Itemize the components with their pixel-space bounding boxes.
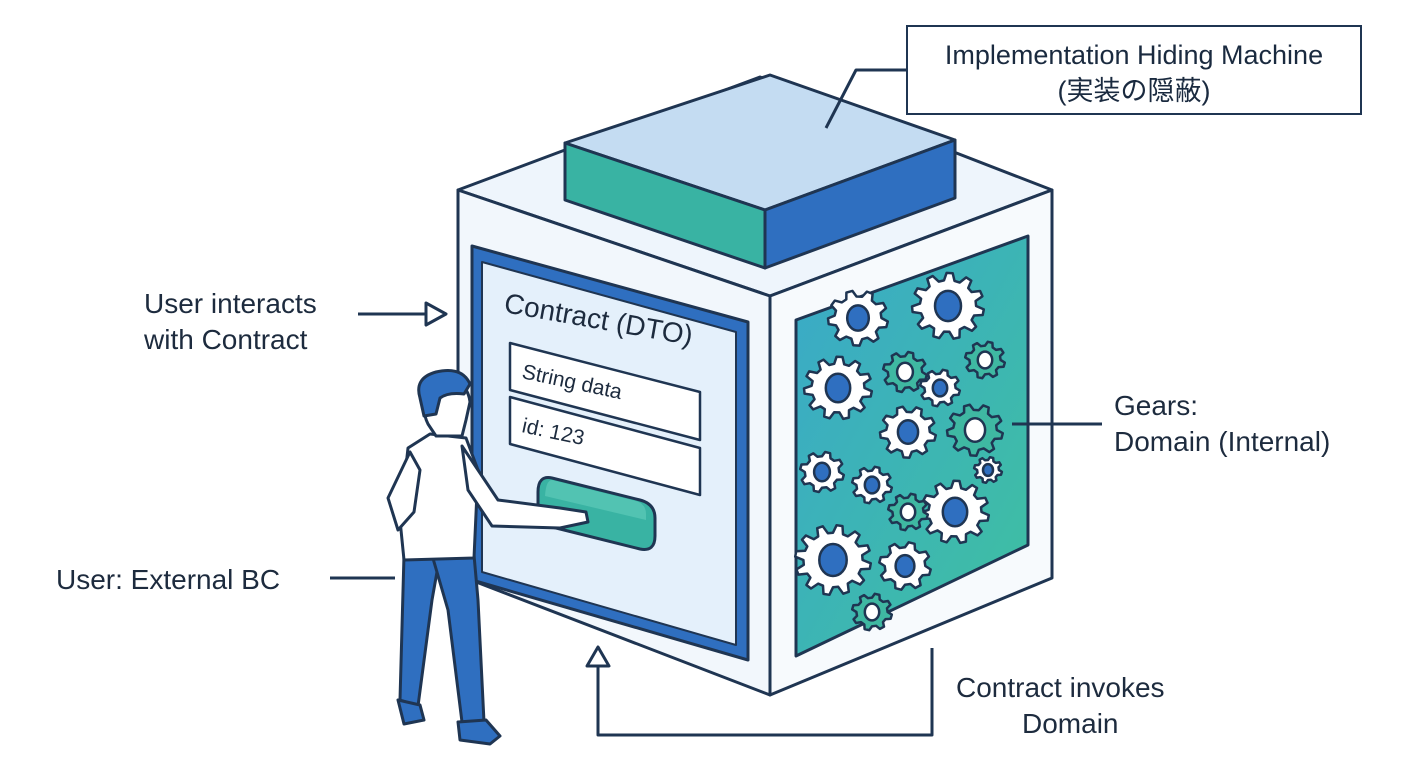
lid-side (763, 138, 957, 270)
user-figure (386, 369, 590, 746)
title-line-1: Implementation Hiding Machine (944, 40, 1324, 70)
gear-hub (931, 378, 949, 398)
gear-hub (981, 462, 995, 478)
gear-hub (894, 553, 916, 579)
label-contract-invokes: Contract invokes Domain (956, 670, 1165, 742)
gear-hub (824, 372, 852, 404)
title-line-2: (実装の隠蔽) (1057, 76, 1211, 106)
label-contract-invokes-line-2: Domain (1022, 708, 1119, 739)
label-user-external: User: External BC (56, 562, 280, 598)
label-gears-line-2: Domain (Internal) (1114, 426, 1331, 457)
gear-hub (941, 496, 969, 528)
machine-lid (563, 73, 957, 270)
gear-hub (895, 361, 915, 383)
label-user-interacts: User interacts with Contract (144, 286, 317, 358)
gear-hub (818, 542, 848, 578)
gear-hub (812, 461, 832, 483)
gear-hub (896, 418, 920, 446)
user-arm-pointing (460, 444, 590, 530)
invokes-arrow-line (596, 648, 934, 737)
gears-window (793, 234, 1030, 658)
domain-gears (793, 271, 1007, 632)
string-data-field[interactable]: String data (508, 341, 702, 442)
gear-hub (863, 602, 881, 622)
gear-hub (933, 289, 963, 323)
submit-button[interactable] (536, 476, 657, 551)
user-leg-right (430, 553, 486, 724)
user-shoe-right (456, 718, 502, 746)
label-contract-invokes-line-1: Contract invokes (956, 672, 1165, 703)
user-shoe-left (396, 698, 426, 726)
gear-hub (899, 502, 917, 522)
label-gears: Gears: Domain (Internal) (1114, 388, 1330, 460)
user-leg-left (398, 553, 442, 708)
gear-hub (963, 416, 987, 444)
user-hair (417, 369, 472, 418)
title-box: Implementation Hiding Machine (実装の隠蔽) (906, 25, 1362, 115)
id-field[interactable]: id: 123 (508, 395, 702, 497)
contract-panel: Contract (DTO) String data id: 123 (470, 244, 750, 662)
label-user-interacts-line-2: with Contract (144, 324, 308, 355)
label-gears-line-1: Gears: (1114, 390, 1199, 421)
title-connector (824, 68, 906, 129)
label-user-interacts-line-1: User interacts (144, 288, 317, 319)
gear-hub (976, 350, 994, 370)
user-arm-back (386, 450, 422, 532)
gear-hub (863, 475, 881, 495)
label-user-external-text: User: External BC (56, 564, 281, 595)
user-interacts-arrowhead (424, 301, 448, 327)
gear-hub (845, 304, 871, 332)
invokes-arrowhead (585, 645, 611, 668)
connectors (330, 68, 1102, 737)
